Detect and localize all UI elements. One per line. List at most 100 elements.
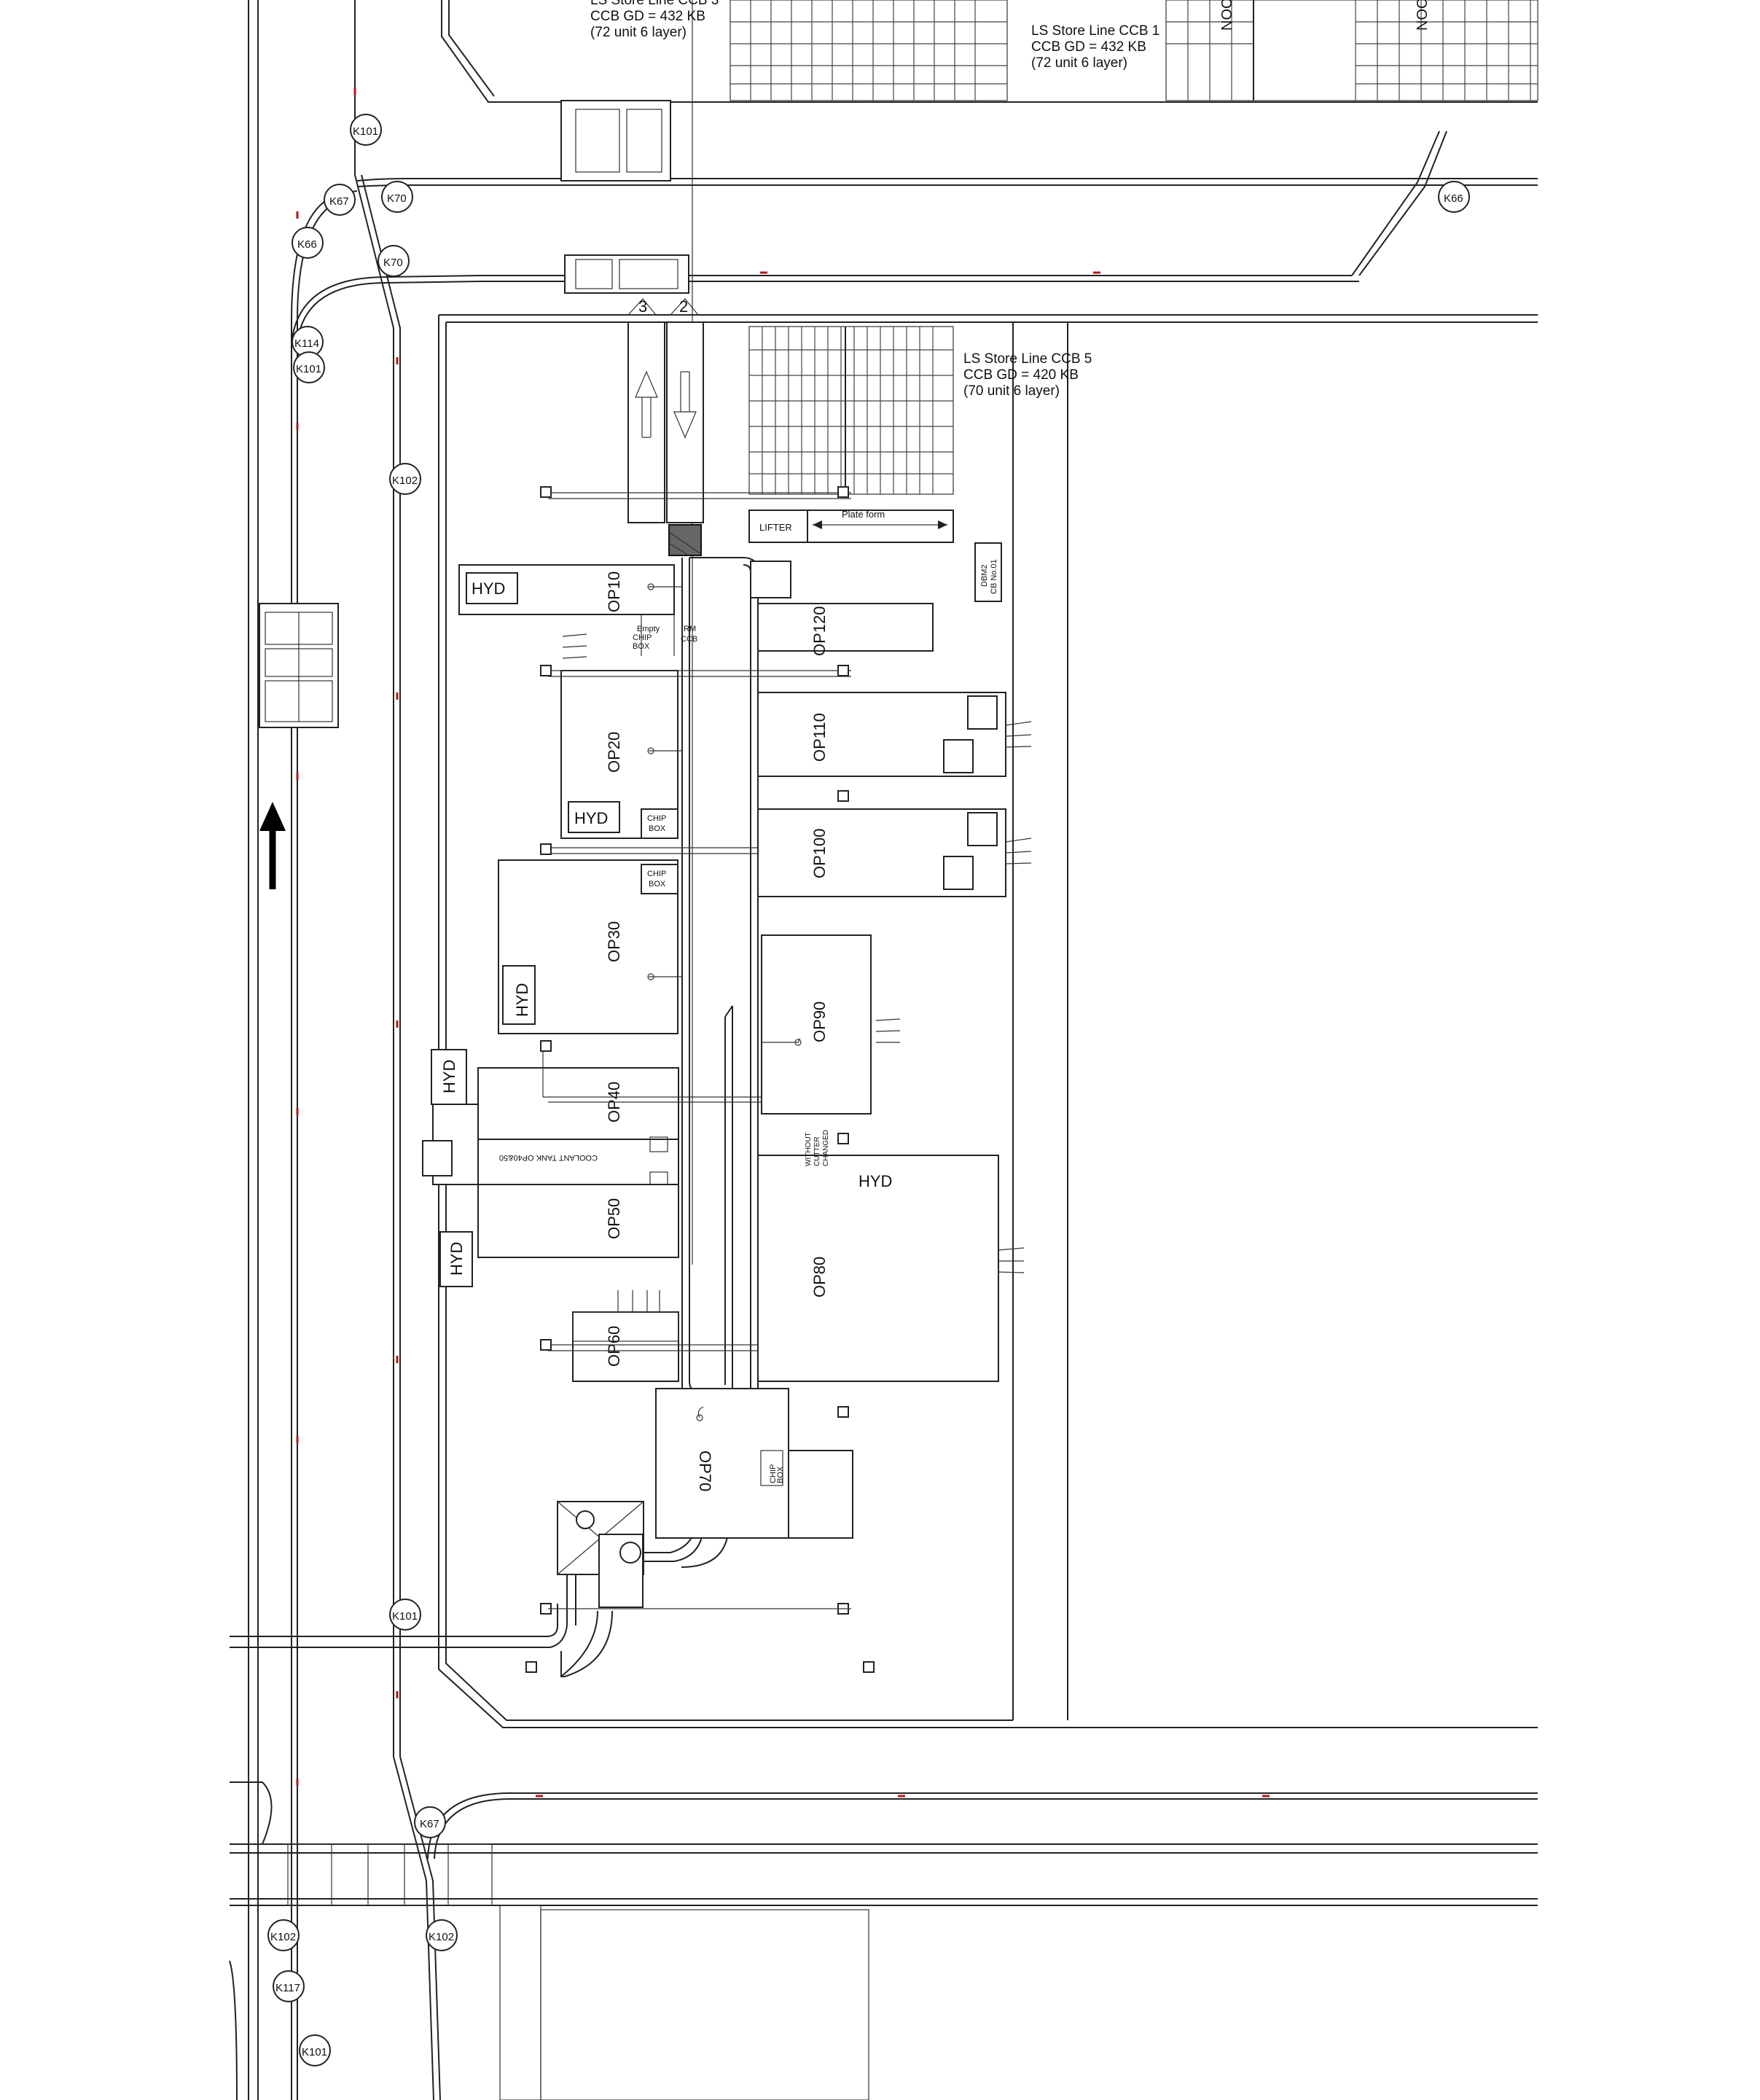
station-op60: OP60 [548, 1290, 851, 1382]
svg-text:K114: K114 [294, 337, 319, 350]
platform-label: Plate form [842, 509, 885, 520]
station-op110: OP110 [757, 692, 1032, 777]
svg-text:K102: K102 [392, 475, 418, 487]
ccb5-title: LS Store Line CCB 5 [963, 351, 1092, 367]
main-aisle [248, 0, 482, 2100]
station-op70: OP70 CHIP BOX [655, 1388, 853, 1539]
marker-k101b: K101 [293, 351, 325, 383]
unload-station [557, 1501, 644, 1677]
top-area: NOC NOC LS Store Line CCB 3 CCB GD = 432… [356, 0, 1538, 1265]
up-arrow-icon [635, 370, 658, 438]
op80-hyd-label: HYD [859, 1172, 892, 1190]
ccb3-capacity: CCB GD = 432 KB [590, 9, 705, 24]
gate-number-3: 3 [638, 297, 647, 316]
svg-text:K101: K101 [392, 1610, 418, 1623]
ccb3-title: LS Store Line CCB 3 [590, 0, 719, 8]
op30-chip-2: BOX [649, 880, 666, 889]
dbm2-label-2: CB No.01 [990, 559, 998, 594]
coolant-tank-label: COOLANT TANK OP40&50 [499, 1153, 598, 1162]
noc-tag-1: NOC [1219, 0, 1235, 31]
op30-label: OP30 [605, 921, 623, 962]
station-op20: OP20 HYD CHIP BOX [548, 670, 851, 839]
down-arrow-icon [673, 371, 697, 439]
op60-label: OP60 [605, 1326, 623, 1367]
svg-text:K66: K66 [297, 238, 317, 251]
op80-label: OP80 [810, 1257, 829, 1297]
marker-k67: K67 [324, 184, 356, 216]
cutter-note-2: CUTTER [813, 1136, 821, 1166]
op20-hyd-label: HYD [574, 809, 608, 827]
rack-ccb3 [730, 0, 1008, 101]
svg-text:K67: K67 [329, 195, 349, 208]
lifter-label: LIFTER [759, 522, 792, 533]
station-op10: HYD OP10 Empty CHIP BOX RM CCB [458, 564, 697, 659]
marker-k101: K101 [350, 114, 382, 146]
op50-label: OP50 [605, 1198, 623, 1239]
station-op90: OP90 [761, 934, 901, 1115]
svg-text:K70: K70 [383, 257, 403, 269]
ccb1-units: (72 unit 6 layer) [1031, 55, 1127, 71]
marker-k102b: K102 [267, 1919, 300, 1951]
small-marker-icons [525, 486, 875, 1673]
svg-text:K70: K70 [387, 192, 407, 205]
cutter-note-3: CHANGED [822, 1130, 830, 1166]
rack-ccb1 [1165, 0, 1538, 101]
svg-text:K66: K66 [1444, 192, 1463, 205]
top-vehicle-2-icon [564, 254, 689, 294]
marker-k66b: K66 [1438, 181, 1470, 213]
ccb5-units: (70 unit 6 layer) [963, 383, 1060, 399]
ccb3-units: (72 unit 6 layer) [590, 25, 687, 40]
top-vehicle-1-icon [560, 100, 671, 181]
svg-text:K67: K67 [420, 1818, 439, 1830]
station-op40: HYD OP40 [431, 1049, 851, 1141]
op70-chip-2: BOX [776, 1466, 785, 1483]
svg-text:K101: K101 [296, 363, 321, 375]
k-markers: K101 K67 K70 K66 K70 K114 K101 K102 K66 … [267, 114, 1470, 2066]
marker-k114: K114 [292, 326, 324, 358]
station-op80: HYD OP80 WITHOUT CUTTER CHANGED [757, 1130, 1025, 1382]
op90-label: OP90 [810, 1002, 829, 1042]
marker-k70b: K70 [378, 245, 410, 277]
station-op50: OP50 HYD [439, 1184, 679, 1287]
op110-label: OP110 [810, 713, 829, 762]
op20-label: OP20 [605, 732, 623, 773]
aisle-red-marks [296, 87, 399, 1786]
marker-k66: K66 [292, 227, 324, 259]
coolant-tank: COOLANT TANK OP40&50 [422, 1104, 679, 1187]
ccb1-capacity: CCB GD = 432 KB [1031, 39, 1146, 55]
op30-chip-1: CHIP [647, 870, 666, 878]
empty-box-2: CHIP [633, 633, 652, 642]
op20-chip-1: CHIP [647, 814, 666, 823]
marker-k117: K117 [273, 1970, 305, 2002]
empty-box-1: Empty [637, 625, 660, 633]
op120-label: OP120 [810, 606, 829, 657]
ccb5-capacity: CCB GD = 420 KB [963, 367, 1079, 383]
agv-vehicle-icon [259, 603, 339, 728]
svg-text:K101: K101 [353, 125, 378, 138]
op50-hyd-label: HYD [447, 1242, 466, 1276]
rm-ccb-1: RM [684, 625, 696, 633]
dbm2-panel: DBM2 CB No.01 [974, 542, 1002, 602]
marker-k101d: K101 [299, 2034, 331, 2066]
rack-ccb5: LIFTER Plate form LS Store Line CCB 5 CC… [748, 326, 1092, 543]
marker-k101c: K101 [389, 1599, 421, 1631]
op70-label: OP70 [696, 1451, 714, 1491]
op30-hyd-label: HYD [513, 983, 531, 1017]
station-op120: OP120 [750, 561, 934, 657]
svg-text:K102: K102 [429, 1931, 454, 1943]
svg-text:K102: K102 [270, 1931, 296, 1943]
dbm2-label-1: DBM2 [980, 564, 989, 587]
noc-tag-2: NOC [1415, 0, 1431, 31]
op40-hyd-label: HYD [440, 1060, 458, 1093]
empty-box-3: BOX [633, 642, 650, 651]
svg-text:K117: K117 [275, 1982, 300, 1994]
station-op100: OP100 [757, 808, 1032, 897]
op70-chip-1: CHIP [769, 1464, 778, 1483]
ccb1-title: LS Store Line CCB 1 [1031, 23, 1159, 39]
marker-k102c: K102 [426, 1919, 458, 1951]
op10-label: OP10 [605, 571, 623, 612]
marker-k70: K70 [381, 181, 413, 213]
marker-k67b: K67 [414, 1806, 446, 1838]
direction-arrow-icon [259, 802, 286, 889]
